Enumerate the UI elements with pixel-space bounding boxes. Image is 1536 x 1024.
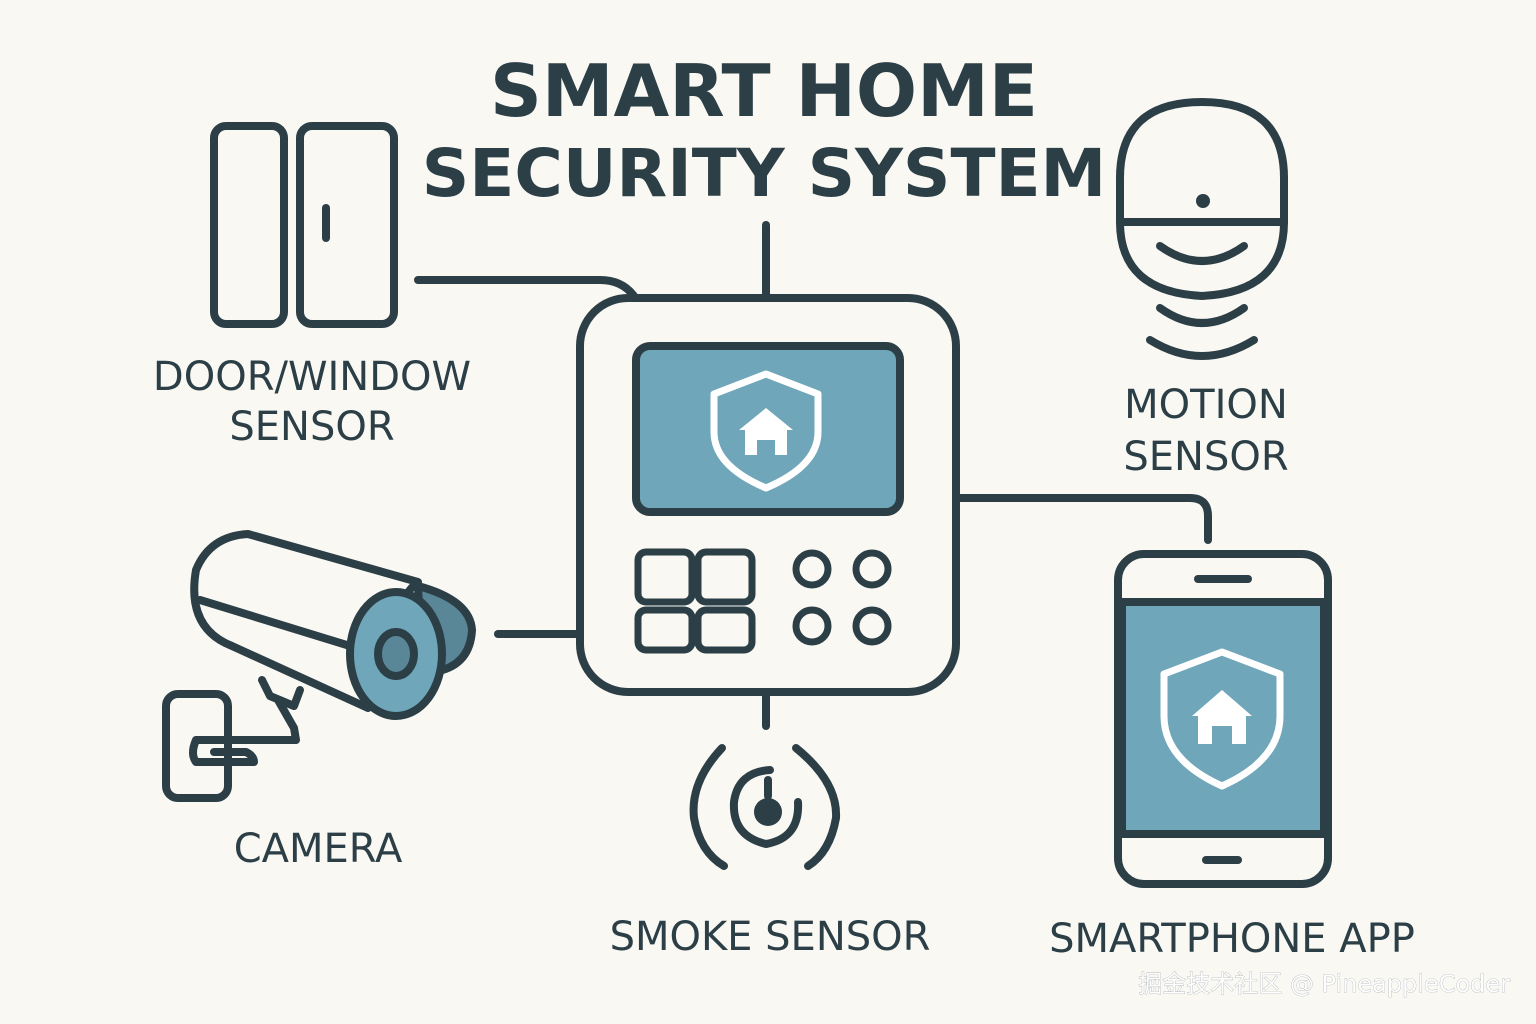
smoke-wave-left-outer bbox=[689, 744, 728, 870]
watermark-text: 掘金技术社区 @ PineappleCoder bbox=[1138, 970, 1510, 998]
title-line-1: SMART HOME bbox=[490, 49, 1038, 133]
camera-wall-mount bbox=[162, 690, 232, 802]
camera-body-seam bbox=[196, 596, 354, 650]
motion-sensor-icon bbox=[1116, 98, 1288, 360]
door-window-sensor-icon bbox=[210, 122, 398, 328]
connector-door-hub bbox=[414, 276, 638, 300]
keypad-grid-icon bbox=[634, 548, 756, 654]
motion-wave-2 bbox=[1156, 304, 1248, 327]
hub-body bbox=[576, 294, 960, 696]
camera-icon bbox=[162, 530, 476, 802]
smoke-detector-ring bbox=[729, 766, 803, 848]
door-window-label-2: SENSOR bbox=[229, 404, 394, 450]
camera-lens bbox=[374, 628, 418, 680]
camera-label: CAMERA bbox=[234, 826, 403, 872]
motion-label-2: SENSOR bbox=[1123, 434, 1288, 480]
smartphone-icon bbox=[1114, 550, 1332, 888]
connector-lines bbox=[414, 221, 1212, 730]
motion-label-1: MOTION bbox=[1124, 382, 1288, 428]
title-line-2: SECURITY SYSTEM bbox=[422, 135, 1106, 212]
door-window-label-1: DOOR/WINDOW bbox=[153, 354, 471, 400]
motion-wave-3 bbox=[1146, 336, 1258, 360]
security-hub bbox=[576, 294, 960, 696]
motion-wave-1 bbox=[1156, 242, 1248, 265]
smoke-wave-right-outer bbox=[792, 744, 841, 870]
camera-arm bbox=[189, 696, 300, 766]
smoke-detector-core bbox=[754, 798, 782, 826]
motion-sensor-dot bbox=[1196, 194, 1210, 208]
door-sensor-left bbox=[210, 122, 288, 328]
door-sensor-right bbox=[296, 122, 398, 328]
smartphone-label: SMARTPHONE APP bbox=[1049, 916, 1415, 962]
shield-home-icon bbox=[710, 370, 822, 492]
motion-sensor-dome bbox=[1116, 98, 1288, 300]
shield-home-icon bbox=[1160, 648, 1284, 790]
smoke-label: SMOKE SENSOR bbox=[610, 914, 931, 960]
round-buttons-icon bbox=[792, 549, 892, 646]
connector-hub-phone bbox=[954, 494, 1212, 544]
smoke-sensor-icon bbox=[689, 744, 841, 870]
